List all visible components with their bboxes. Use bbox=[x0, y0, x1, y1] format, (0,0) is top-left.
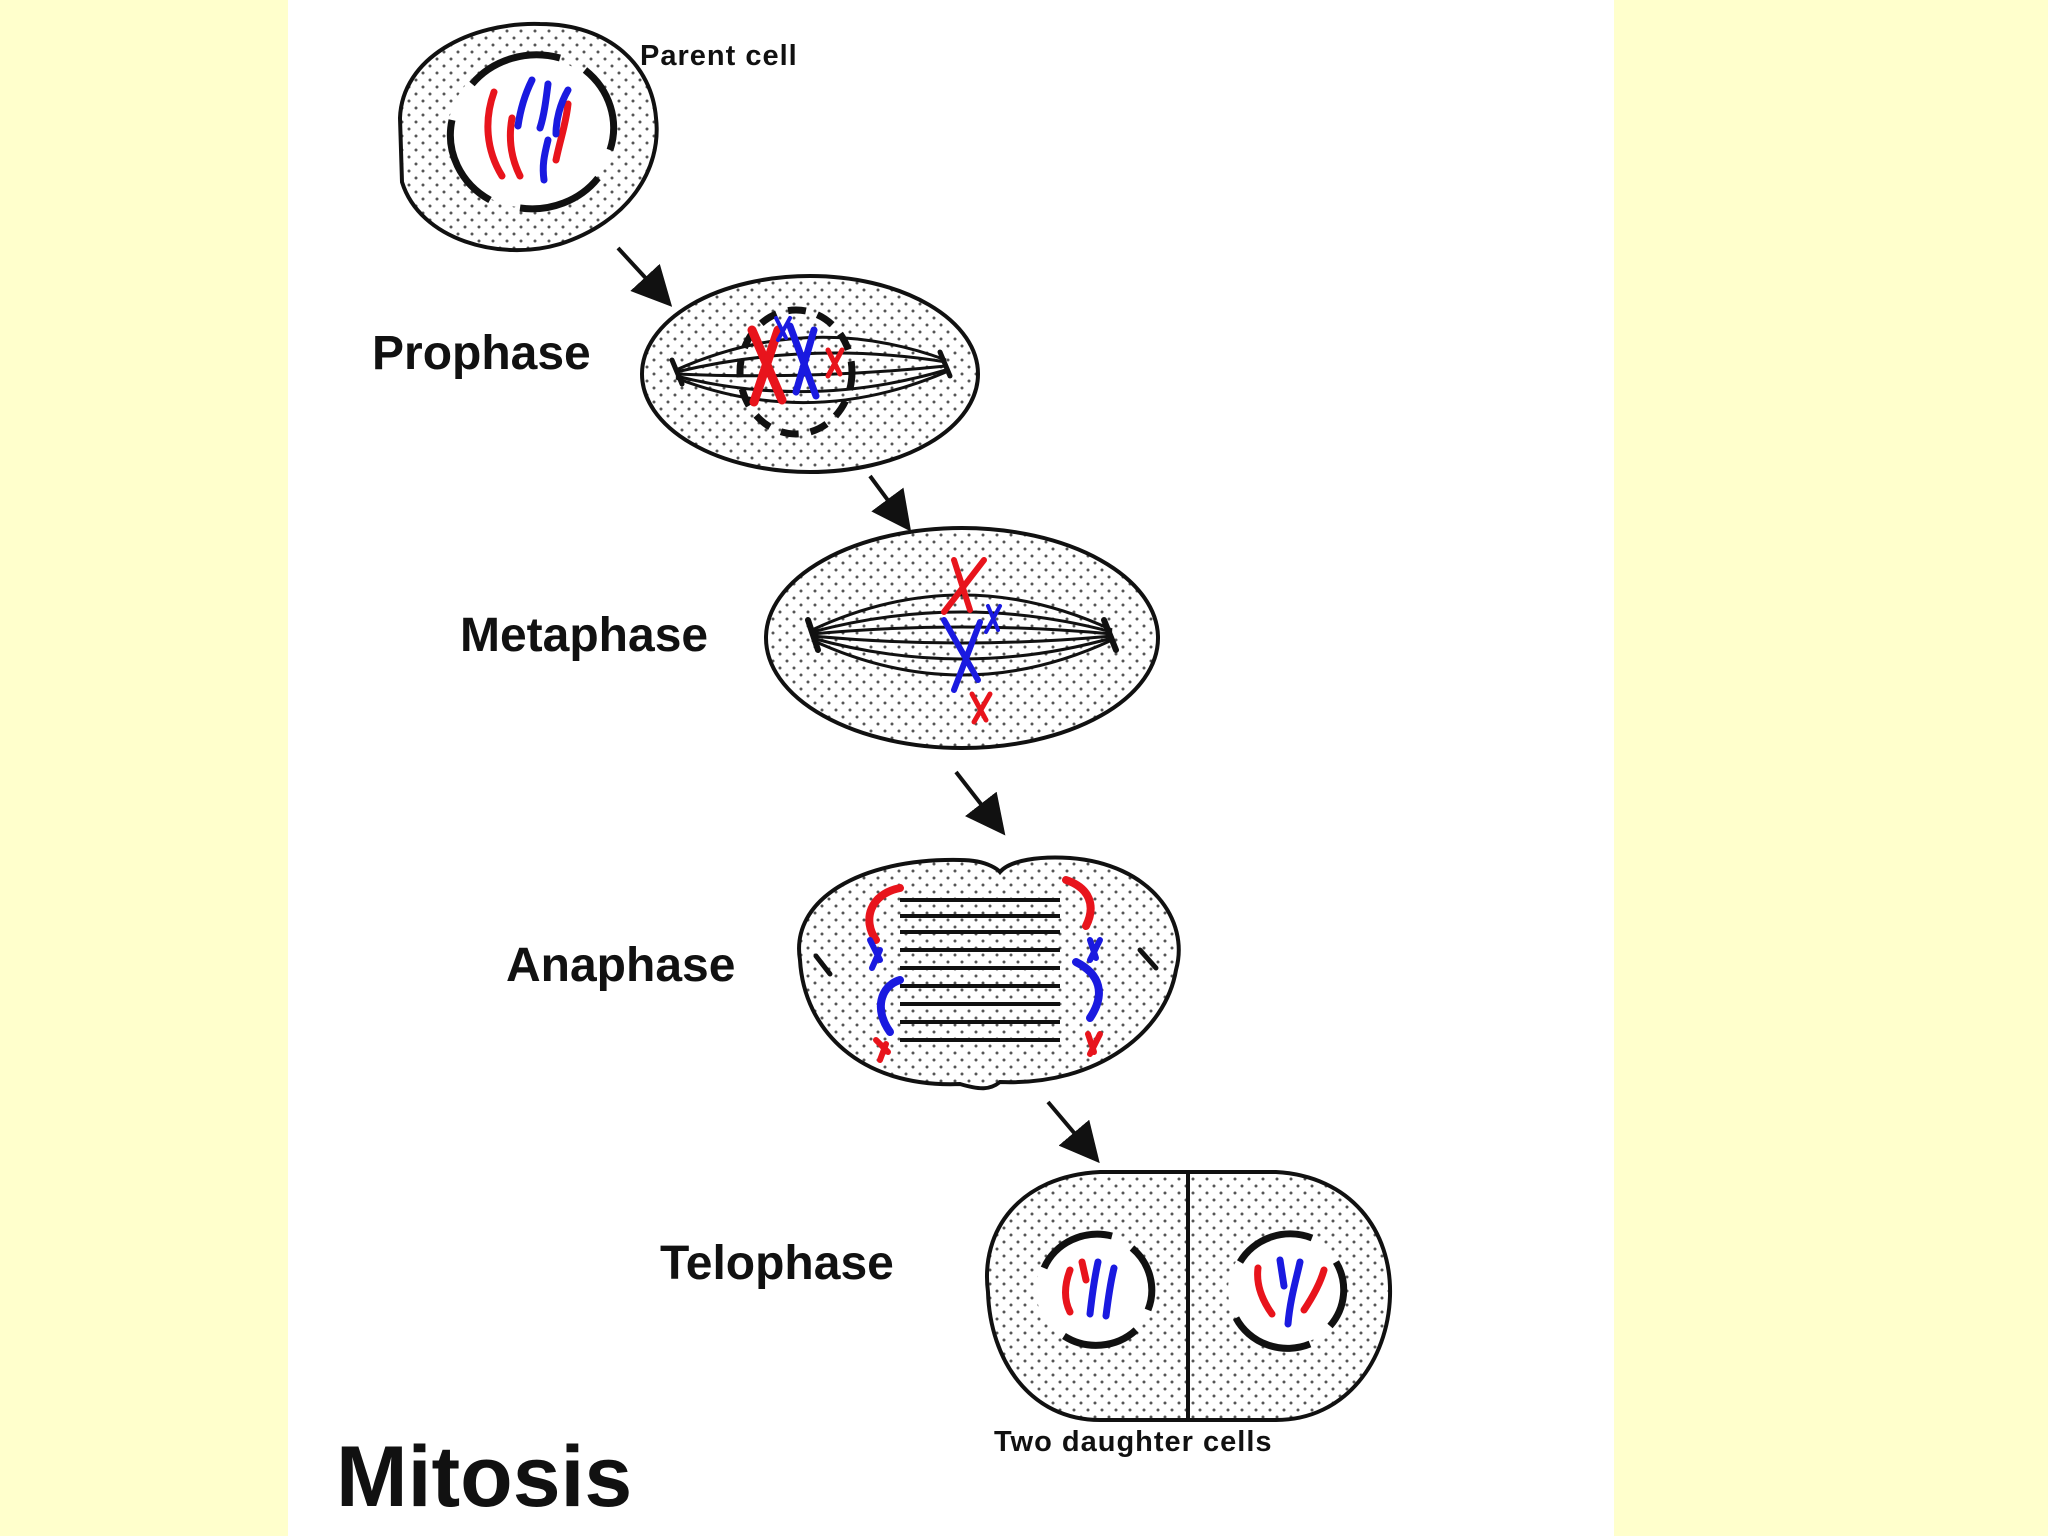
arrow-prophase-to-metaphase bbox=[868, 474, 912, 532]
anaphase-cell bbox=[797, 855, 1181, 1091]
diagram-title: Mitosis bbox=[336, 1429, 633, 1525]
anaphase-chromosomes-left bbox=[865, 884, 904, 1063]
anaphase-label: Anaphase bbox=[506, 939, 736, 992]
arrow-anaphase-to-telophase bbox=[1046, 1100, 1100, 1164]
parent-cell bbox=[397, 21, 659, 253]
prophase-centrioles bbox=[669, 349, 953, 387]
anaphase-spindle bbox=[900, 898, 1060, 1042]
prophase-chromosomes bbox=[747, 316, 845, 407]
metaphase-chromosomes bbox=[941, 557, 1002, 725]
anaphase-centrioles bbox=[813, 947, 1159, 977]
parent-cell-label: Parent cell bbox=[640, 40, 798, 72]
daughter-cells-label: Two daughter cells bbox=[994, 1426, 1273, 1458]
parent-chromosomes bbox=[484, 76, 572, 184]
prophase-label: Prophase bbox=[372, 327, 591, 380]
metaphase-centrioles bbox=[805, 617, 1119, 653]
daughter-chromosomes-right bbox=[1254, 1256, 1328, 1328]
metaphase-cell bbox=[764, 526, 1160, 750]
content-panel bbox=[288, 0, 1614, 1536]
anaphase-chromosomes-right bbox=[1062, 876, 1103, 1057]
telophase-cells bbox=[985, 1170, 1393, 1422]
daughter-chromosomes-left bbox=[1062, 1258, 1118, 1320]
metaphase-spindle bbox=[811, 593, 1113, 677]
arrow-parent-to-prophase bbox=[616, 246, 673, 307]
phase-arrows bbox=[616, 246, 1100, 1164]
arrow-metaphase-to-anaphase bbox=[954, 770, 1006, 836]
telophase-label: Telophase bbox=[660, 1237, 894, 1290]
prophase-nuclear-envelope bbox=[736, 306, 856, 438]
daughter-nucleus-right bbox=[1228, 1230, 1348, 1352]
parent-nucleus bbox=[446, 51, 618, 213]
metaphase-label: Metaphase bbox=[460, 609, 709, 662]
prophase-cell bbox=[640, 274, 980, 474]
